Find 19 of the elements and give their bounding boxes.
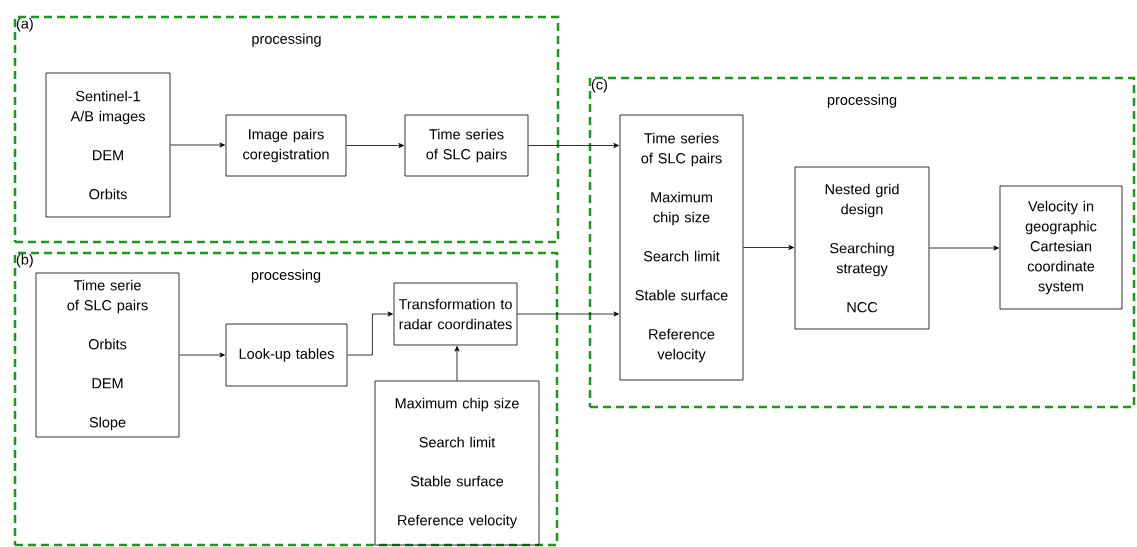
arrow — [179, 352, 225, 358]
process-box: Time series of SLC pairs — [404, 114, 529, 177]
arrow — [517, 311, 619, 317]
arrow — [454, 346, 460, 381]
arrow — [528, 143, 619, 148]
process-box: Maximum chip size Search limit Stable surface Reference velocity — [374, 380, 540, 546]
arrow — [346, 143, 404, 148]
process-box: Transformation to radar coordinates — [393, 282, 518, 346]
process-box: Velocity in geographic Cartesian coordinate system — [999, 185, 1123, 310]
process-box: Time serie of SLC pairs Orbits DEM Slope — [35, 272, 180, 438]
process-box: Sentinel-1 A/B images DEM Orbits — [45, 72, 171, 218]
arrow — [347, 311, 393, 356]
arrow — [929, 245, 999, 251]
arrow — [743, 245, 794, 250]
process-box: Look-up tables — [225, 323, 348, 387]
arrow — [170, 142, 225, 148]
process-box: Image pairs coregistration — [225, 114, 347, 177]
process-box: Time series of SLC pairs Maximum chip size Search limit Stable surface Reference velocity — [619, 114, 744, 381]
process-box: Nested grid design Searching strategy NCC — [794, 166, 930, 330]
